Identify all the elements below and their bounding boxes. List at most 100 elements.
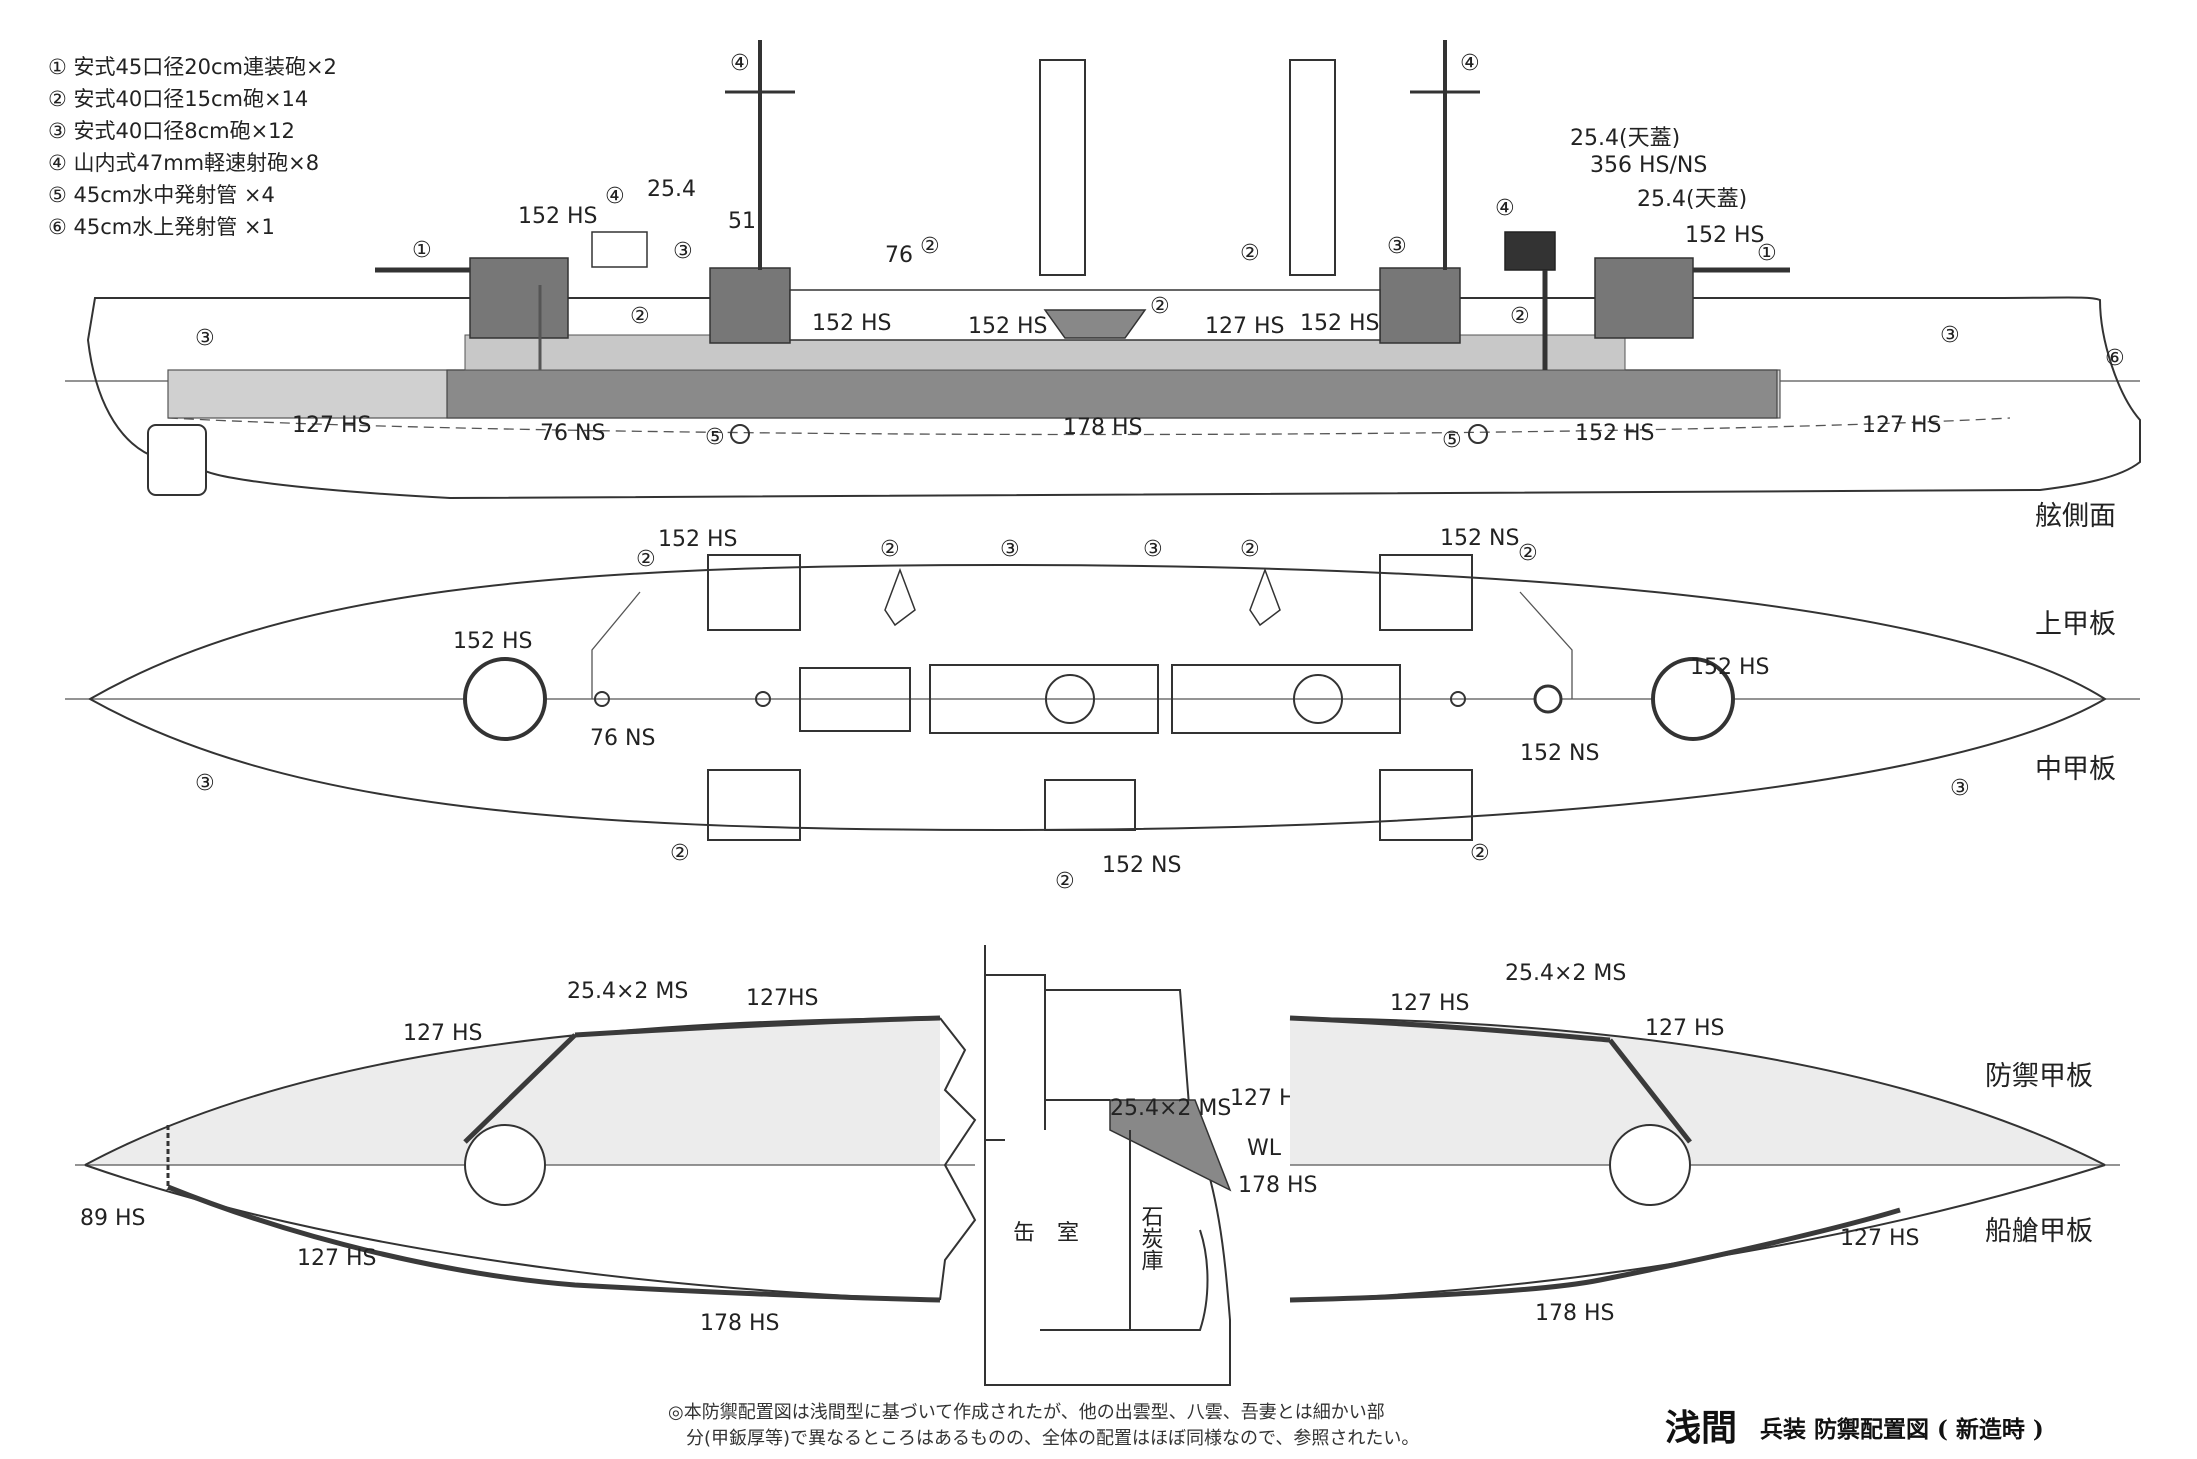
coal-bunker-label: 石炭庫 <box>1138 1205 1164 1271</box>
side-label-fore-tower-roof: 25.4 <box>647 177 696 202</box>
midship-casemate <box>1043 309 1147 339</box>
fore-funnel <box>1039 59 1086 276</box>
side-label-bow-belt: 127 HS <box>292 413 372 438</box>
aft-barbette <box>1651 657 1735 741</box>
section-label-side: 舷側面 <box>2035 501 2116 532</box>
middle-casemate-aft <box>1379 769 1473 841</box>
upper-casemate-fore <box>707 554 801 631</box>
armament-legend: ① 安式45口径20cm連装砲×2 ② 安式40口径15cm砲×14 ③ 安式4… <box>48 55 337 239</box>
side-marker-3-stern: ③ <box>1940 323 1960 348</box>
cross-label-178: 178 HS <box>1238 1173 1318 1198</box>
side-marker-1-aft: ① <box>1757 241 1777 266</box>
section-label-protective-deck: 防禦甲板 <box>1985 1061 2093 1092</box>
aft-armor-slope <box>1608 1038 1692 1144</box>
fore-barbette <box>463 657 547 741</box>
side-label-aft-turret-roof: 25.4(天蓋) <box>1637 187 1747 212</box>
deck-label-aft-casemate: 152 NS <box>1440 526 1519 551</box>
fore-label-178: 178 HS <box>700 1311 780 1336</box>
legend-item-4: ④ 山内式47mm軽速射砲×8 <box>48 151 319 175</box>
deck-label-fore-barbette: 152 HS <box>453 629 533 654</box>
fore-protective-deck-fill <box>85 1018 940 1165</box>
aft-funnel-base <box>1293 674 1343 724</box>
fore-armor-edge-upper <box>574 1015 941 1038</box>
fore-break-line <box>939 1017 977 1301</box>
upper-gun-mount-1 <box>884 567 916 627</box>
side-label-upper-belt: 127 HS <box>1205 314 1285 339</box>
deck-marker-2-a: ② <box>636 547 656 572</box>
side-marker-2-aft: ② <box>1510 304 1530 329</box>
footnote-line-1: ◎本防禦配置図は浅間型に基づいて作成されたが、他の出雲型、八雲、吾妻とは細かい部 <box>668 1402 1385 1423</box>
side-marker-3-aft: ③ <box>1387 234 1407 259</box>
side-label-aft-bulkhead: 152 HS <box>1575 421 1655 446</box>
side-marker-2-mid-a: ② <box>920 234 940 259</box>
deck-marker-2-f: ② <box>1470 841 1490 866</box>
side-marker-3-bow: ③ <box>195 326 215 351</box>
footnote-line-2: 分(甲鈑厚等)で異なるところはあるものの、全体の配置はほぼ同様なので、参照された… <box>686 1428 1419 1449</box>
fore-funnel-base <box>1045 674 1095 724</box>
deck-marker-3-stern: ③ <box>1950 776 1970 801</box>
fore-label-89: 89 HS <box>80 1206 146 1231</box>
fore-turret <box>469 257 569 339</box>
fore-torpedo-tube <box>730 424 750 444</box>
deck-marker-2-c: ② <box>880 537 900 562</box>
side-label-stern-belt: 127 HS <box>1862 413 1942 438</box>
deck-label-mid-casemate: 152 NS <box>1102 853 1181 878</box>
deck-marker-3-b: ③ <box>1143 537 1163 562</box>
side-label-fore-bulkhead: 76 NS <box>540 421 605 446</box>
side-marker-2-mid-b: ② <box>1150 294 1170 319</box>
aft-protective-deck-fill <box>1290 1018 2105 1165</box>
deck-marker-2-b: ② <box>1518 541 1538 566</box>
side-label-main-belt: 178 HS <box>1063 415 1143 440</box>
aft-bulkhead-plan <box>1519 591 1573 699</box>
fore-casemate <box>709 267 791 344</box>
side-marker-5-aft: ⑤ <box>1442 428 1462 453</box>
middle-casemate-fore <box>707 769 801 841</box>
fore-armor-slope <box>463 1033 577 1144</box>
side-marker-5-fore: ⑤ <box>705 425 725 450</box>
side-label-aft-turret: 152 HS <box>1685 223 1765 248</box>
aft-deck-plan: 127 HS 25.4×2 MS 127 HS 127 HS 178 HS 防禦… <box>1289 961 2120 1326</box>
deck-label-fore-tube: 76 NS <box>590 726 655 751</box>
fore-conning-tower <box>591 231 648 268</box>
aft-casemate <box>1379 267 1461 344</box>
deck-marker-2-d: ② <box>1240 537 1260 562</box>
deck-marker-2-e: ② <box>670 841 690 866</box>
armor-belt-main <box>446 369 1778 419</box>
aft-label-127-b: 127 HS <box>1645 1016 1725 1041</box>
aft-upper-edge <box>1289 1017 2106 1166</box>
legend-item-1: ① 安式45口径20cm連装砲×2 <box>48 55 337 79</box>
upper-casemate-aft <box>1379 554 1473 631</box>
rudder <box>147 424 207 496</box>
fore-label-127-b: 127HS <box>746 986 819 1011</box>
side-marker-4-fore-mast: ④ <box>730 51 750 76</box>
deck-marker-3-bow: ③ <box>195 771 215 796</box>
side-marker-2-mid-c: ② <box>1240 241 1260 266</box>
side-label-gun-shield: 76 <box>885 243 913 268</box>
fore-lower-edge <box>84 1164 941 1301</box>
side-marker-4-aft: ④ <box>1495 196 1515 221</box>
cross-label-ms: 25.4×2 MS <box>1110 1096 1231 1121</box>
diagram-title: 浅間 <box>1665 1407 1737 1449</box>
side-marker-3-fore: ③ <box>673 239 693 264</box>
aft-conning-tower <box>1504 231 1556 271</box>
section-label-upper-deck: 上甲板 <box>2035 609 2116 640</box>
side-label-fore-shield: 51 <box>728 209 756 234</box>
side-marker-4-fore: ④ <box>605 184 625 209</box>
cross-label-wl: WL <box>1247 1136 1282 1161</box>
footer: ◎本防禦配置図は浅間型に基づいて作成されたが、他の出雲型、八雲、吾妻とは細かい部… <box>668 1402 2044 1449</box>
fore-protective-barbette <box>464 1124 546 1206</box>
aft-protective-barbette <box>1609 1124 1691 1206</box>
upper-gun-mount-2 <box>1249 567 1281 627</box>
fore-label-127-c: 127 HS <box>297 1246 377 1271</box>
aft-comm-tube-plan <box>1533 684 1563 714</box>
deck-plan-outline <box>87 563 2107 832</box>
protective-deck-line <box>167 417 2011 436</box>
fore-hatch <box>755 691 771 707</box>
aft-hatch <box>1450 691 1466 707</box>
deck-label-fore-casemate: 152 HS <box>658 527 738 552</box>
fore-bulkhead-plan <box>591 591 641 699</box>
fore-hatch-opening <box>799 667 911 732</box>
midship-cross-section: 25.4×2 MS 127 HS WL 178 HS 缶 室 石炭庫 <box>984 945 1318 1386</box>
fore-deck-plan: 127 HS 25.4×2 MS 127HS 89 HS 127 HS 178 … <box>75 979 977 1336</box>
